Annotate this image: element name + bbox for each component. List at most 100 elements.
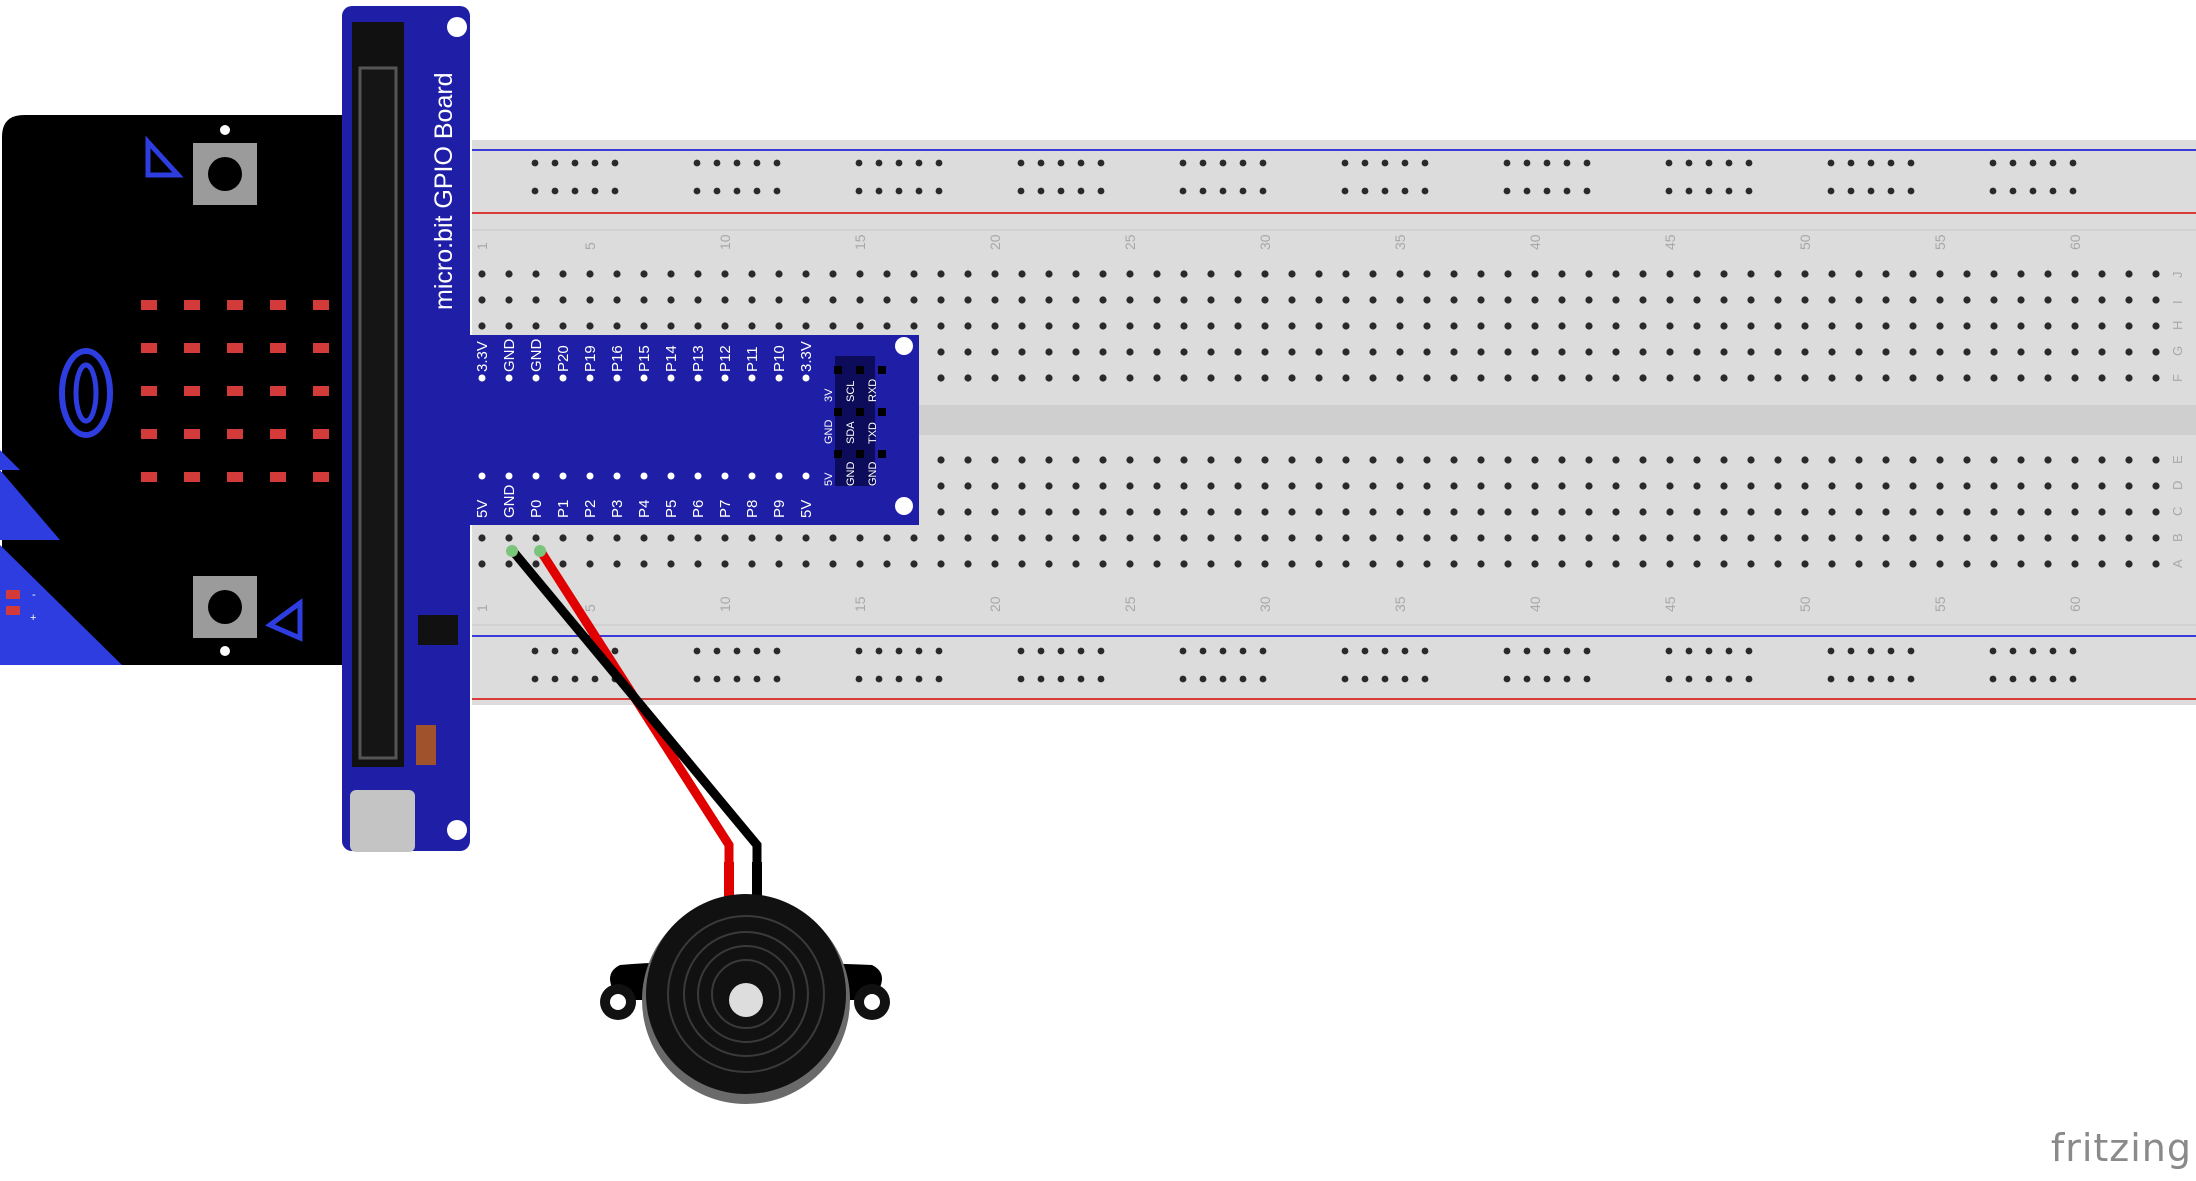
hole: [1423, 348, 1431, 356]
hole: [964, 270, 972, 278]
column-number: 30: [1257, 234, 1273, 250]
hole: [2098, 270, 2106, 278]
side-pin: [834, 408, 842, 416]
header-pin: [802, 472, 810, 480]
hole: [1099, 456, 1107, 464]
hole: [1855, 560, 1863, 568]
hole: [937, 560, 945, 568]
hole: [1909, 482, 1917, 490]
rail-hole: [1887, 187, 1895, 195]
hole: [2098, 508, 2106, 516]
rail-hole: [1907, 159, 1915, 167]
hole: [1774, 296, 1782, 304]
rail-hole: [1665, 647, 1673, 655]
hole: [1153, 322, 1161, 330]
hole: [2044, 456, 2052, 464]
rail-hole: [1685, 647, 1693, 655]
hole: [2152, 296, 2160, 304]
hole: [1180, 508, 1188, 516]
hole: [1747, 456, 1755, 464]
rail-hole: [1847, 187, 1855, 195]
hole: [1747, 374, 1755, 382]
rail-hole: [875, 647, 883, 655]
hole: [2044, 534, 2052, 542]
column-number: 20: [987, 596, 1003, 612]
hole: [802, 270, 810, 278]
hole: [1261, 508, 1269, 516]
pin-label: P10: [771, 345, 788, 372]
hole: [694, 560, 702, 568]
hole: [802, 534, 810, 542]
rail-hole: [1077, 187, 1085, 195]
rail-hole: [753, 647, 761, 655]
hole: [1207, 534, 1215, 542]
rail-hole: [2069, 187, 2077, 195]
hole: [1909, 534, 1917, 542]
rail-hole: [1057, 675, 1065, 683]
rail-hole: [1503, 159, 1511, 167]
rail-hole: [531, 159, 539, 167]
hole: [559, 560, 567, 568]
rail-hole: [1563, 647, 1571, 655]
fritzing-watermark: fritzing: [2050, 1126, 2192, 1170]
hole: [1153, 508, 1161, 516]
hole: [937, 348, 945, 356]
hole: [1396, 534, 1404, 542]
hole: [1207, 456, 1215, 464]
hole: [1855, 456, 1863, 464]
hole: [991, 534, 999, 542]
rail-hole: [1077, 159, 1085, 167]
hole: [1477, 508, 1485, 516]
hole: [1369, 348, 1377, 356]
led: [313, 343, 329, 353]
rail-hole: [733, 187, 741, 195]
hole: [1126, 508, 1134, 516]
hole: [1099, 296, 1107, 304]
pin-label: GND: [845, 462, 857, 487]
hole: [1963, 296, 1971, 304]
hole: [1828, 296, 1836, 304]
rail-hole: [1705, 647, 1713, 655]
rail-hole: [1503, 647, 1511, 655]
hole: [1504, 296, 1512, 304]
hole: [2125, 456, 2133, 464]
hole: [1180, 296, 1188, 304]
hole: [2098, 374, 2106, 382]
hole: [2044, 270, 2052, 278]
hole: [505, 322, 513, 330]
rail-hole: [551, 647, 559, 655]
hole: [586, 560, 594, 568]
hole: [478, 270, 486, 278]
hole: [667, 322, 675, 330]
hole: [1342, 456, 1350, 464]
hole: [1828, 482, 1836, 490]
hole: [991, 296, 999, 304]
pin-label: P5: [663, 500, 680, 518]
rail-hole: [753, 159, 761, 167]
hole: [1612, 270, 1620, 278]
hole: [1045, 296, 1053, 304]
hole: [1531, 534, 1539, 542]
hole: [1909, 348, 1917, 356]
hole: [1315, 270, 1323, 278]
hole: [1909, 374, 1917, 382]
hole: [1180, 456, 1188, 464]
hole: [640, 322, 648, 330]
rail-hole: [1725, 159, 1733, 167]
hole: [1639, 348, 1647, 356]
hole: [1342, 296, 1350, 304]
hole: [1153, 296, 1161, 304]
hole: [1801, 322, 1809, 330]
hole: [2071, 482, 2079, 490]
hole: [1558, 534, 1566, 542]
led: [270, 300, 286, 310]
rail-hole: [753, 675, 761, 683]
logo-icon: [59, 348, 113, 438]
pin-label: P14: [663, 345, 680, 372]
hole: [1504, 374, 1512, 382]
hole: [1072, 374, 1080, 382]
pin-label: SCL: [845, 381, 857, 402]
hole: [1018, 322, 1026, 330]
